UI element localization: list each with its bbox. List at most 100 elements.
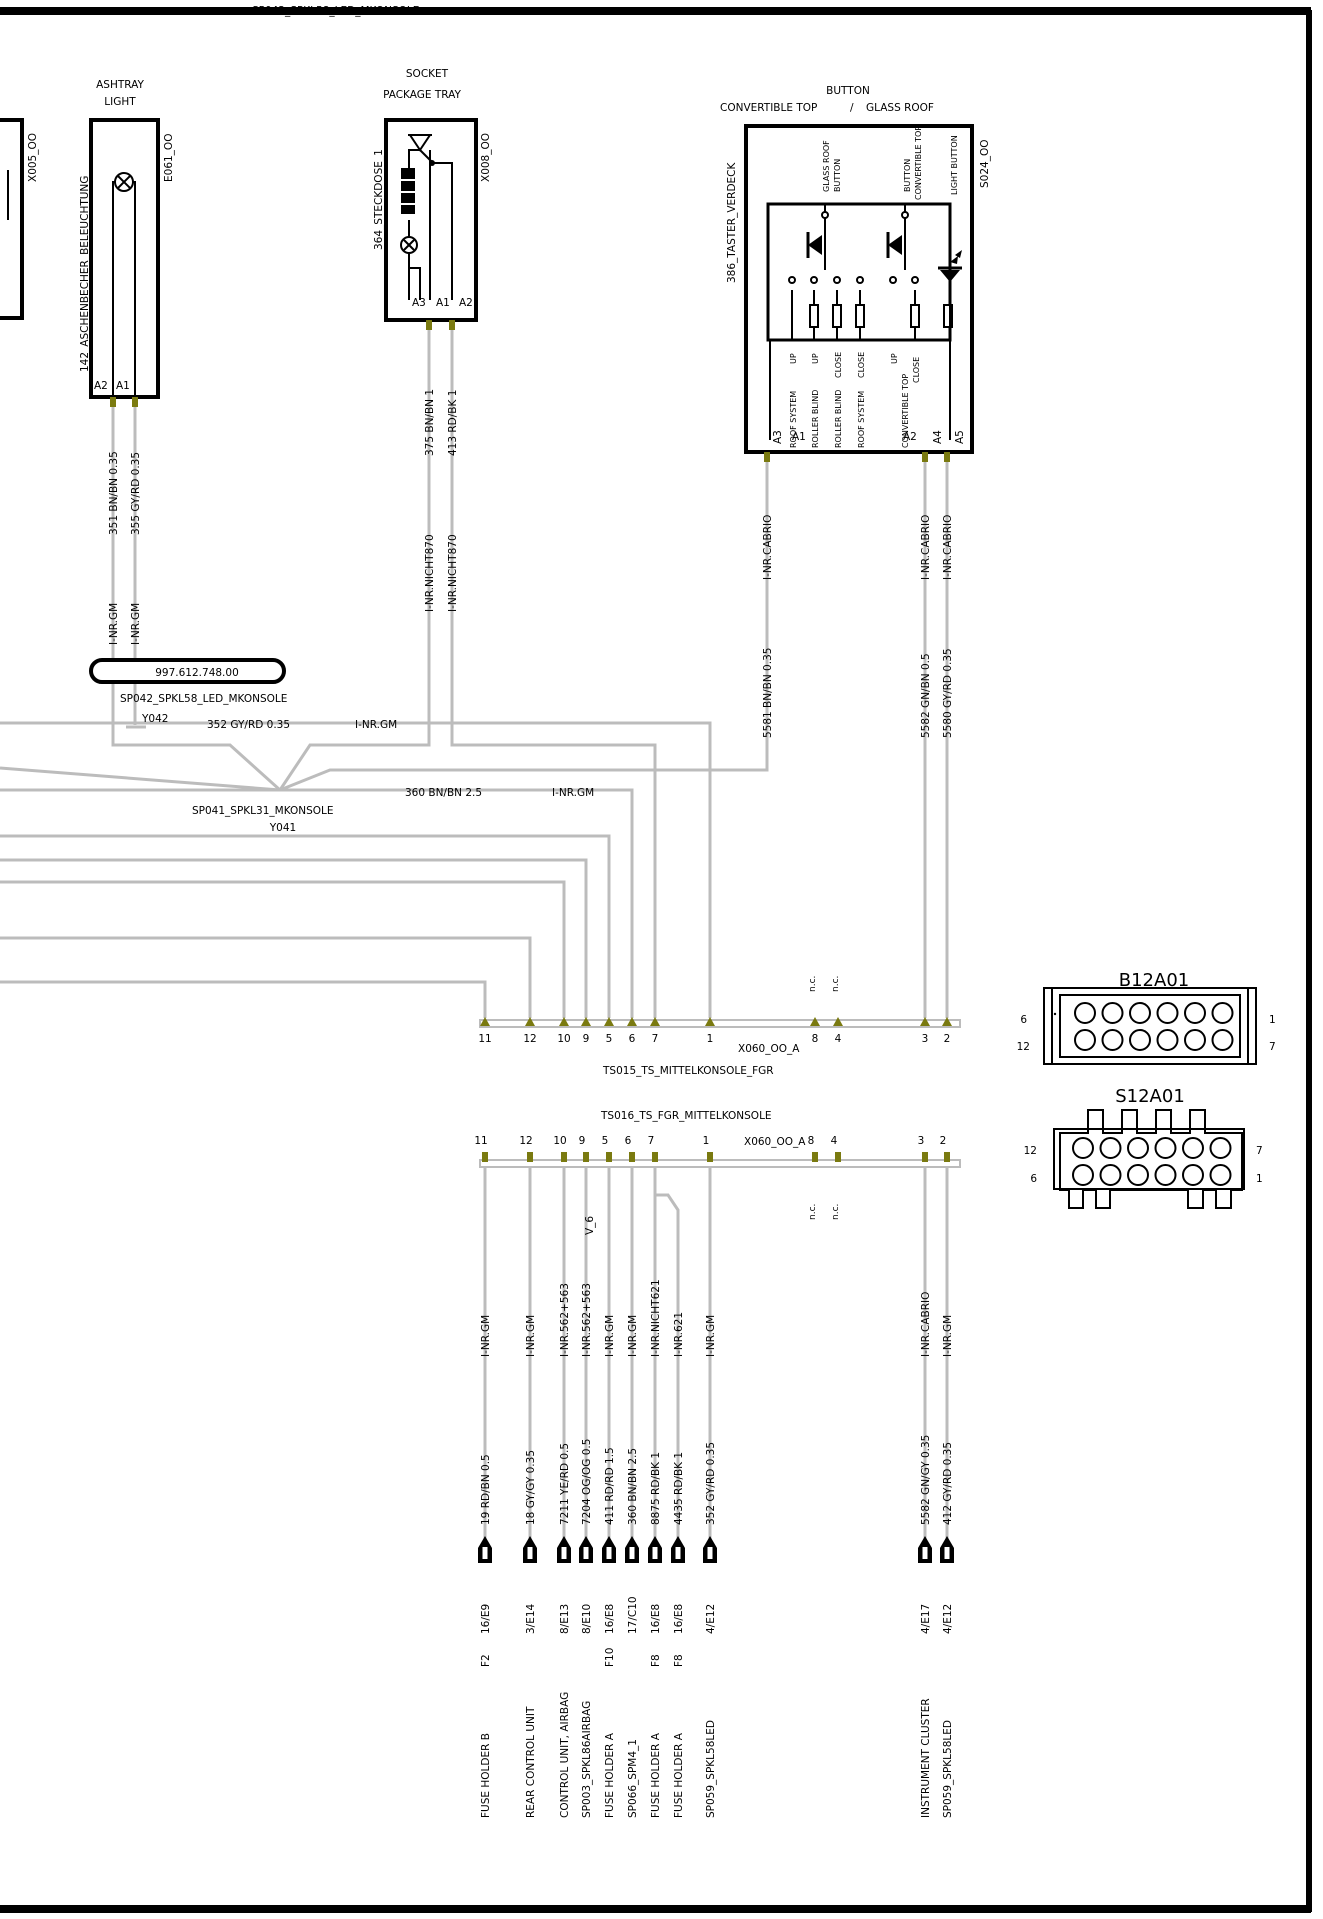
top-pin-number: 11 (478, 1033, 491, 1045)
bottom-pin-number: 1 (703, 1135, 710, 1147)
connector-cavity (1127, 1164, 1149, 1186)
wire-code: 7204 OG/OG 0.5 (581, 1439, 593, 1525)
top-pin-number: 6 (629, 1033, 636, 1045)
connector-cavity (1129, 1002, 1151, 1024)
top-pin-marker (942, 1017, 952, 1026)
top-pin-number: 2 (944, 1033, 951, 1045)
top-cut-label: SP042_SPKL58_LED_MKONSOLE (252, 5, 419, 17)
top-pin-marker (525, 1017, 535, 1026)
wire-reference: 16/E9 (480, 1604, 492, 1634)
wire-condition: I-NR.NICHT621 (650, 1279, 662, 1357)
wire-pin: F10 (604, 1648, 616, 1667)
ashtray-name: 142_ASCHENBECHER_BELEUCHTUNG (79, 176, 91, 372)
button-sw-label-9: UP (890, 353, 899, 364)
bottom-pin-number: 2 (940, 1135, 947, 1147)
x005-component: X005_OO (0, 118, 39, 320)
button-pin-a2: A2 (903, 431, 917, 443)
top-nc-2: n.c. (831, 976, 841, 992)
socket-title-1: SOCKET (406, 68, 449, 80)
wire-reference: 3/E14 (525, 1603, 537, 1634)
wire-reference: 16/E8 (673, 1604, 685, 1634)
label-352: 352 GY/RD 0.35 (207, 719, 290, 731)
connector-cavity (1099, 1164, 1122, 1186)
bottom-pin-marker (629, 1152, 635, 1162)
socket-pin-a1: A1 (436, 297, 450, 309)
label-cabrio-1: I-NR.CABRIO (762, 515, 774, 580)
wire-condition: I-NR.562+563 (581, 1283, 593, 1357)
bottom-connector-group: TS016_TS_FGR_MITTELKONSOLE (600, 1110, 772, 1122)
connector-cavity (1101, 1002, 1124, 1024)
top-connector-name: X060_OO_A (738, 1043, 800, 1055)
bottom-pin-marker (652, 1152, 658, 1162)
s12a01-l2: 6 (1030, 1173, 1037, 1185)
button-sw-label-3: ROOF SYSTEM (789, 391, 798, 448)
wire-pin: F2 (480, 1654, 492, 1667)
b12a01-r1: 1 (1269, 1014, 1276, 1026)
bottom-pin-marker (707, 1152, 713, 1162)
button-top-label-2: BUTTON (833, 159, 842, 192)
button-ref: S024_OO (979, 140, 991, 189)
connector-cavity (1154, 1137, 1177, 1159)
top-pin-marker (833, 1017, 843, 1026)
connector-cavity (1184, 1002, 1206, 1024)
wire-code: 411 RD/RD 1.5 (604, 1447, 616, 1525)
label-nicht870-2: I-NR.NICHT870 (447, 534, 459, 612)
bottom-connector-name: X060_OO_A (744, 1136, 806, 1148)
connector-cavity (1074, 1029, 1096, 1051)
wire-code: 7211 YE/RD 0.5 (559, 1443, 571, 1525)
bottom-nc-1: n.c. (808, 1204, 818, 1220)
bottom-pin-marker (812, 1152, 818, 1162)
bottom-pin-marker (561, 1152, 567, 1162)
wire-code: 352 GY/RD 0.35 (705, 1442, 717, 1525)
top-pin-marker (480, 1017, 490, 1026)
splice-sp042: 997.612.748.00 SP042_SPKL58_LED_MKONSOLE… (89, 658, 287, 729)
bottom-pin-number: 4 (831, 1135, 838, 1147)
button-sw-label-6: ROLLER BLIND (834, 390, 843, 448)
button-sw-label-5: CLOSE (834, 352, 843, 378)
bottom-v6: V_6 (584, 1216, 596, 1235)
wire-condition: I-NR.GM (705, 1315, 717, 1357)
connector-cavity (1156, 1029, 1179, 1051)
wire-code: 4435 RD/BK 1 (673, 1452, 685, 1525)
socket-name: 364_STECKDOSE_1 (373, 149, 385, 250)
bottom-pin-number: 12 (519, 1135, 532, 1147)
label-5581: 5581 BN/BN 0.35 (762, 648, 774, 738)
wire-reference: 16/E8 (604, 1604, 616, 1634)
button-name: 386_TASTER_VERDECK (726, 162, 738, 283)
socket-pin-a2: A2 (459, 297, 473, 309)
connector-cavity (1209, 1164, 1232, 1186)
wire-condition: I-NR.GM (525, 1315, 537, 1357)
top-pin-marker (559, 1017, 569, 1026)
button-title-2a: CONVERTIBLE TOP (720, 102, 817, 114)
label-375: 375 BN/BN 1 (424, 389, 436, 456)
connector-cavity (1211, 1029, 1234, 1051)
s12a01-title: S12A01 (1115, 1086, 1185, 1107)
connector-cavity (1184, 1029, 1206, 1051)
wire-destination: INSTRUMENT CLUSTER (920, 1698, 932, 1818)
bottom-pin-marker (922, 1152, 928, 1162)
button-pin-a1: A1 (792, 431, 806, 443)
wire-condition: I-NR.GM (604, 1315, 616, 1357)
top-pin-marker (920, 1017, 930, 1026)
button-sw-label-4: ROLLER BLIND (811, 390, 820, 448)
button-pin-a4: A4 (932, 430, 944, 444)
connector-cavity (1182, 1164, 1204, 1186)
bottom-pin-marker (606, 1152, 612, 1162)
b12a01-r2: 7 (1269, 1041, 1276, 1053)
ashtray-ref: E061_OO (163, 134, 175, 182)
wire-destination: FUSE HOLDER A (673, 1732, 685, 1818)
top-pin-number: 5 (606, 1033, 613, 1045)
label-5582: 5582 GN/BN 0.5 (920, 653, 932, 738)
top-pin-number: 8 (812, 1033, 819, 1045)
connector-cavity (1072, 1137, 1094, 1159)
bottom-pin-number: 9 (579, 1135, 586, 1147)
label-nicht870-1: I-NR.NICHT870 (424, 534, 436, 612)
label-351: 351 BN/BN 0.35 (108, 451, 120, 535)
ashtray-pin-a1: A1 (116, 380, 130, 392)
